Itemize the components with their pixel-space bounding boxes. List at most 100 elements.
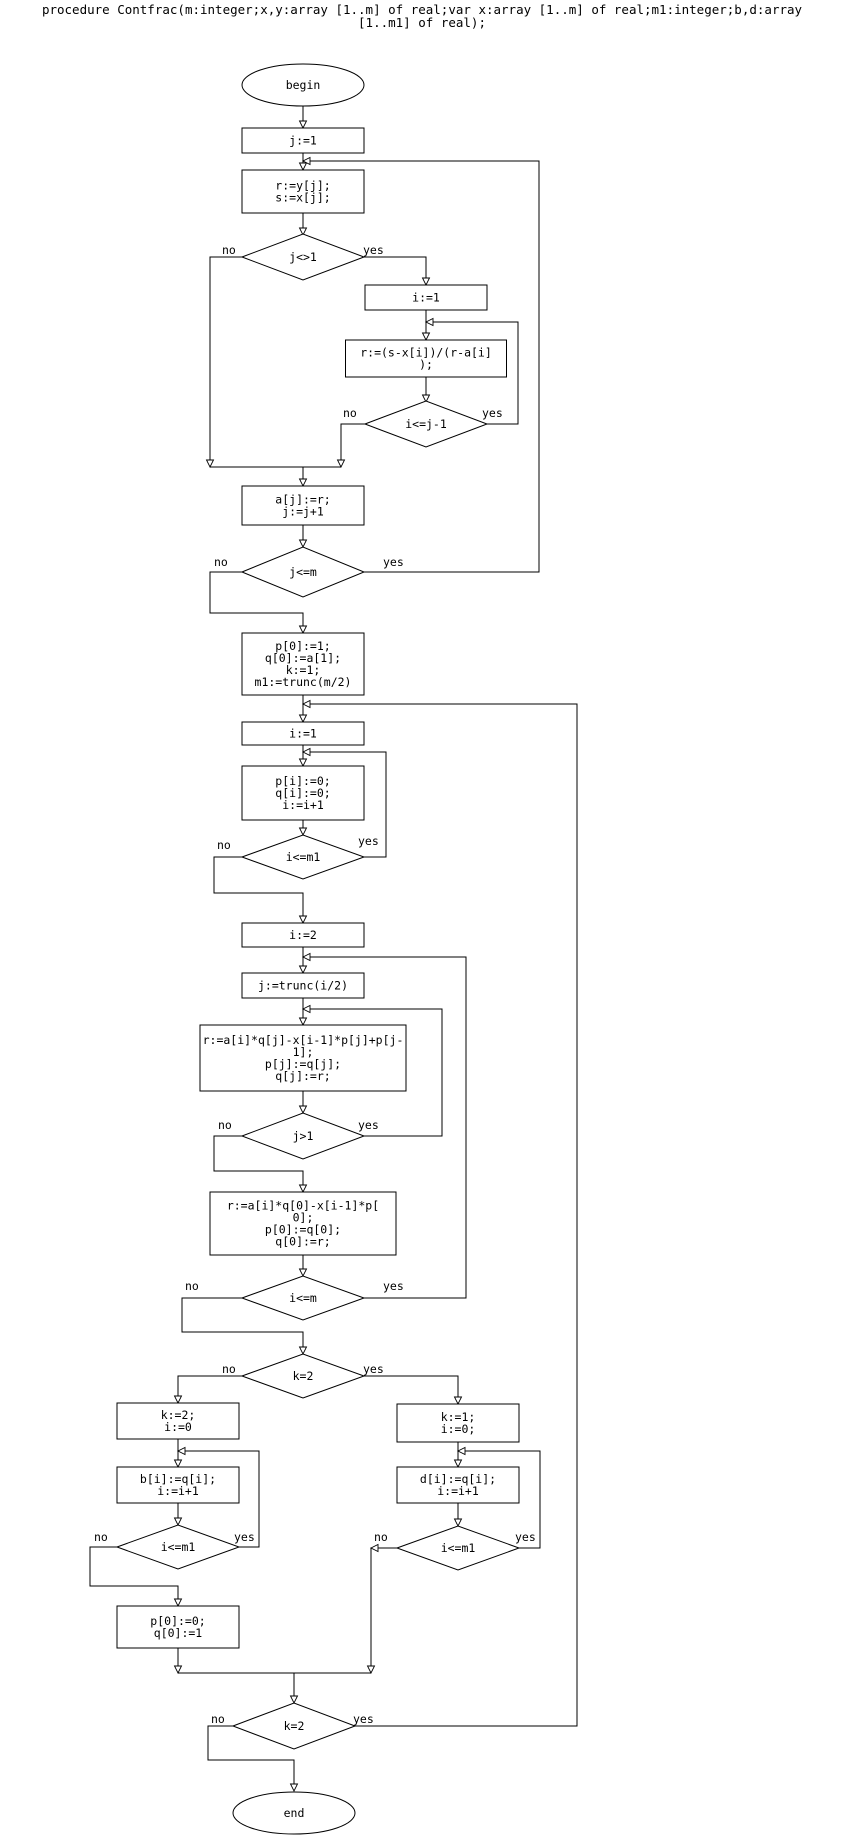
arrow-down-icon: [421, 277, 431, 287]
assign-k2-text: i:=0: [164, 1420, 192, 1434]
arrow-left-icon: [301, 1004, 311, 1014]
assign-r-calc-text: );: [419, 358, 433, 372]
connector-line: [213, 856, 304, 923]
connector-line: [303, 956, 467, 1299]
assign-b-box: [116, 1466, 240, 1504]
yes-label: yes: [363, 1362, 384, 1376]
decision-k-eq-2-b-text: k=2: [284, 1719, 305, 1733]
arrow-left-icon: [301, 699, 311, 709]
arrow-down-icon: [298, 1268, 308, 1278]
connector-line: [303, 703, 578, 1727]
arrow-down-icon: [298, 120, 308, 130]
procedure-header-line-1: procedure Contfrac(m:integer;x,y:array […: [41, 2, 803, 17]
arrow-left-icon: [456, 1446, 466, 1456]
decision-i-le-m1-l-text: i<=m1: [161, 1540, 196, 1554]
arrow-left-icon: [301, 952, 311, 962]
assign-k1-box: [396, 1403, 520, 1443]
assign-p0-q0-box: [116, 1605, 240, 1649]
arrow-down-icon: [298, 965, 308, 975]
arrow-down-icon: [173, 1598, 183, 1608]
arrow-down-icon: [421, 332, 431, 342]
assign-r-loop-text: r:=a[i]*q[j]-x[i-1]*p[j]+p[j-: [203, 1033, 404, 1047]
assign-pq-zero-text: i:=i+1: [282, 798, 324, 812]
assign-r-loop-text: q[j]:=r;: [275, 1069, 330, 1083]
assign-k1-text: k:=1;: [441, 1410, 476, 1424]
assign-r-loop-text: 1];: [293, 1045, 314, 1059]
assign-r-loop-text: p[j]:=q[j];: [265, 1057, 341, 1071]
assign-i-init-2: [241, 922, 365, 948]
connector-line: [364, 256, 427, 285]
assign-r0-text: 0];: [293, 1211, 314, 1225]
yes-label: yes: [515, 1530, 536, 1544]
arrow-down-icon: [298, 539, 308, 549]
arrow-down-icon: [298, 1346, 308, 1356]
connector-line: [303, 1008, 443, 1137]
assign-pq-init: [241, 632, 365, 696]
arrow-down-icon: [366, 1665, 376, 1675]
assign-j-trunc-box: [241, 972, 365, 999]
assign-b-text: b[i]:=q[i];: [140, 1472, 216, 1486]
arrow-down-icon: [289, 1783, 299, 1793]
assign-d-box: [396, 1466, 520, 1504]
arrow-left-icon: [176, 1446, 186, 1456]
arrow-down-icon: [173, 1517, 183, 1527]
assign-pq-init-text: k:=1;: [286, 663, 321, 677]
assign-d-text: d[i]:=q[i];: [420, 1472, 496, 1486]
connector-line: [209, 571, 304, 633]
arrow-left-icon: [369, 1543, 379, 1553]
arrow-down-icon: [298, 915, 308, 925]
no-label: no: [211, 1712, 225, 1726]
assign-k2: [116, 1402, 240, 1440]
assign-b-text: i:=i+1: [157, 1484, 199, 1498]
no-label: no: [217, 838, 231, 852]
end-terminal: [232, 1791, 356, 1835]
yes-label: yes: [383, 555, 404, 569]
end-terminal-text: end: [284, 1806, 305, 1820]
yes-label: yes: [353, 1712, 374, 1726]
arrow-left-icon: [301, 747, 311, 757]
yes-label: yes: [363, 243, 384, 257]
assign-pq-init-box: [241, 632, 365, 696]
connector-line: [426, 321, 519, 425]
assign-r0-text: r:=a[i]*q[0]-x[i-1]*p[: [227, 1199, 379, 1213]
decision-i-le-m1-a-text: i<=m1: [286, 850, 321, 864]
arrow-down-icon: [453, 1459, 463, 1469]
assign-j-trunc: [241, 972, 365, 999]
arrow-down-icon: [336, 459, 346, 469]
assign-pq-init-text: q[0]:=a[1];: [265, 651, 341, 665]
no-label: no: [185, 1279, 199, 1293]
yes-label: yes: [358, 834, 379, 848]
no-label: no: [343, 406, 357, 420]
no-label: no: [222, 243, 236, 257]
arrow-down-icon: [173, 1459, 183, 1469]
arrow-down-icon: [173, 1665, 183, 1675]
assign-k2-text: k:=2;: [161, 1408, 196, 1422]
arrow-down-icon: [289, 1695, 299, 1705]
assign-d-text: i:=i+1: [437, 1484, 479, 1498]
no-label: no: [218, 1118, 232, 1132]
connector-line: [213, 1135, 304, 1192]
arrow-down-icon: [298, 758, 308, 768]
decision-j-gt-1-text: j>1: [293, 1129, 314, 1143]
assign-pq-zero-text: p[i]:=0;: [275, 774, 330, 788]
arrow-down-icon: [205, 459, 215, 469]
assign-r0-box: [209, 1191, 397, 1256]
yes-label: yes: [358, 1118, 379, 1132]
no-label: no: [94, 1530, 108, 1544]
assign-j-init: [241, 127, 365, 154]
assign-b: [116, 1466, 240, 1504]
assign-p0-q0: [116, 1605, 240, 1649]
yes-label: yes: [234, 1530, 255, 1544]
arrow-down-icon: [173, 1395, 183, 1405]
assign-j-init-box: [241, 127, 365, 154]
arrow-down-icon: [298, 625, 308, 635]
connector-line: [181, 1297, 304, 1354]
assign-a-j-text: j:=j+1: [282, 505, 324, 519]
assign-r0-text: p[0]:=q[0];: [265, 1223, 341, 1237]
assign-k1-text: i:=0;: [441, 1422, 476, 1436]
no-label: no: [374, 1530, 388, 1544]
decision-i-le-m1-r-text: i<=m1: [441, 1541, 476, 1555]
connector-line: [303, 160, 540, 573]
connector-line: [178, 1450, 260, 1548]
